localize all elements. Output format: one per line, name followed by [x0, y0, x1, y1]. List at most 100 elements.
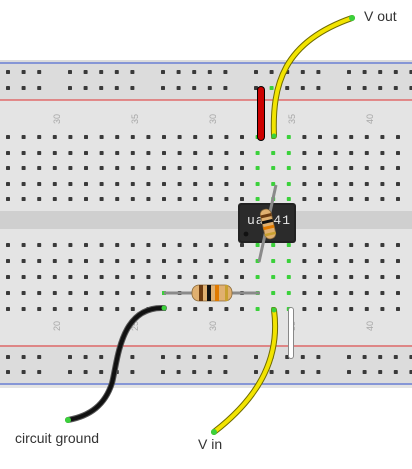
- breadboard-hole[interactable]: [177, 182, 182, 186]
- breadboard-hole[interactable]: [240, 197, 244, 201]
- breadboard-hole[interactable]: [380, 135, 385, 139]
- breadboard-hole[interactable]: [318, 275, 322, 279]
- breadboard-hole[interactable]: [52, 291, 57, 295]
- breadboard-hole[interactable]: [146, 259, 151, 263]
- breadboard-hole[interactable]: [224, 182, 229, 186]
- breadboard-hole[interactable]: [362, 355, 367, 359]
- breadboard-hole[interactable]: [302, 182, 307, 186]
- breadboard-hole[interactable]: [37, 370, 42, 374]
- breadboard-hole[interactable]: [192, 370, 197, 374]
- breadboard-hole[interactable]: [208, 275, 213, 279]
- breadboard-hole[interactable]: [99, 307, 104, 311]
- breadboard-hole[interactable]: [364, 166, 369, 170]
- breadboard-hole[interactable]: [99, 135, 104, 139]
- breadboard-hole[interactable]: [380, 275, 385, 279]
- breadboard-hole[interactable]: [99, 370, 104, 374]
- breadboard-hole[interactable]: [99, 243, 104, 247]
- breadboard-hole[interactable]: [208, 135, 213, 139]
- breadboard-hole[interactable]: [333, 307, 338, 311]
- breadboard-hole[interactable]: [6, 70, 10, 74]
- breadboard-hole-connected[interactable]: [286, 197, 291, 201]
- breadboard-hole[interactable]: [207, 355, 212, 359]
- breadboard-hole[interactable]: [99, 70, 104, 74]
- breadboard-hole[interactable]: [224, 259, 229, 263]
- breadboard-hole[interactable]: [362, 370, 367, 374]
- breadboard-hole-connected[interactable]: [255, 307, 260, 311]
- breadboard-hole[interactable]: [223, 355, 228, 359]
- breadboard-hole[interactable]: [240, 243, 244, 247]
- breadboard-hole[interactable]: [52, 243, 57, 247]
- breadboard-hole[interactable]: [177, 307, 182, 311]
- breadboard-hole[interactable]: [162, 166, 166, 170]
- breadboard-hole[interactable]: [318, 243, 322, 247]
- breadboard-hole[interactable]: [302, 166, 307, 170]
- breadboard-hole[interactable]: [378, 86, 383, 90]
- breadboard-hole[interactable]: [318, 307, 322, 311]
- breadboard-hole[interactable]: [99, 259, 104, 263]
- breadboard-hole[interactable]: [21, 291, 26, 295]
- breadboard-hole[interactable]: [21, 197, 26, 201]
- breadboard-hole[interactable]: [224, 197, 229, 201]
- breadboard-hole[interactable]: [21, 70, 26, 74]
- breadboard-hole-connected[interactable]: [271, 182, 276, 186]
- breadboard-hole[interactable]: [83, 370, 88, 374]
- breadboard-hole[interactable]: [380, 291, 385, 295]
- breadboard-hole[interactable]: [240, 307, 244, 311]
- breadboard-hole[interactable]: [84, 243, 88, 247]
- breadboard-hole[interactable]: [177, 166, 182, 170]
- breadboard-hole[interactable]: [6, 259, 10, 263]
- breadboard-hole[interactable]: [84, 197, 88, 201]
- breadboard-hole[interactable]: [68, 355, 72, 359]
- breadboard-hole[interactable]: [99, 275, 104, 279]
- breadboard-hole[interactable]: [162, 259, 166, 263]
- breadboard-hole[interactable]: [115, 151, 120, 155]
- breadboard-hole[interactable]: [115, 307, 120, 311]
- breadboard-hole[interactable]: [99, 166, 104, 170]
- breadboard-hole[interactable]: [302, 275, 307, 279]
- breadboard-hole[interactable]: [161, 355, 165, 359]
- breadboard-hole[interactable]: [146, 291, 151, 295]
- breadboard-hole[interactable]: [115, 182, 120, 186]
- breadboard-hole[interactable]: [318, 291, 322, 295]
- breadboard-hole[interactable]: [21, 135, 26, 139]
- breadboard-hole[interactable]: [115, 135, 120, 139]
- breadboard-hole[interactable]: [162, 243, 166, 247]
- breadboard-hole[interactable]: [333, 197, 338, 201]
- breadboard-hole[interactable]: [68, 197, 73, 201]
- breadboard-hole[interactable]: [364, 291, 369, 295]
- breadboard-hole[interactable]: [193, 259, 198, 263]
- breadboard-hole[interactable]: [285, 86, 290, 90]
- breadboard-hole-connected[interactable]: [271, 259, 276, 263]
- breadboard-hole[interactable]: [130, 166, 135, 170]
- breadboard-hole[interactable]: [115, 166, 120, 170]
- breadboard-hole[interactable]: [364, 135, 369, 139]
- breadboard-hole[interactable]: [302, 259, 307, 263]
- breadboard-hole[interactable]: [380, 182, 385, 186]
- breadboard-hole[interactable]: [333, 135, 338, 139]
- breadboard-hole[interactable]: [146, 166, 151, 170]
- breadboard-hole[interactable]: [333, 243, 338, 247]
- breadboard-hole[interactable]: [396, 291, 400, 295]
- breadboard-hole[interactable]: [208, 182, 213, 186]
- breadboard-hole[interactable]: [240, 151, 244, 155]
- breadboard-hole[interactable]: [84, 307, 88, 311]
- breadboard-hole[interactable]: [302, 197, 307, 201]
- breadboard-hole-connected[interactable]: [255, 197, 260, 201]
- breadboard-hole[interactable]: [192, 70, 197, 74]
- breadboard-hole[interactable]: [364, 259, 369, 263]
- breadboard-hole[interactable]: [393, 70, 398, 74]
- breadboard-hole[interactable]: [162, 182, 166, 186]
- ground-wire[interactable]: [65, 304, 167, 424]
- breadboard-hole[interactable]: [68, 307, 73, 311]
- breadboard-hole[interactable]: [302, 135, 307, 139]
- breadboard-hole[interactable]: [224, 151, 229, 155]
- breadboard-hole[interactable]: [68, 243, 73, 247]
- breadboard-hole[interactable]: [302, 151, 307, 155]
- breadboard-hole[interactable]: [68, 259, 73, 263]
- breadboard-hole[interactable]: [193, 166, 198, 170]
- breadboard-hole-connected[interactable]: [255, 243, 260, 247]
- breadboard-hole[interactable]: [162, 151, 166, 155]
- breadboard-hole[interactable]: [6, 166, 10, 170]
- breadboard-hole[interactable]: [208, 197, 213, 201]
- breadboard-hole[interactable]: [21, 275, 26, 279]
